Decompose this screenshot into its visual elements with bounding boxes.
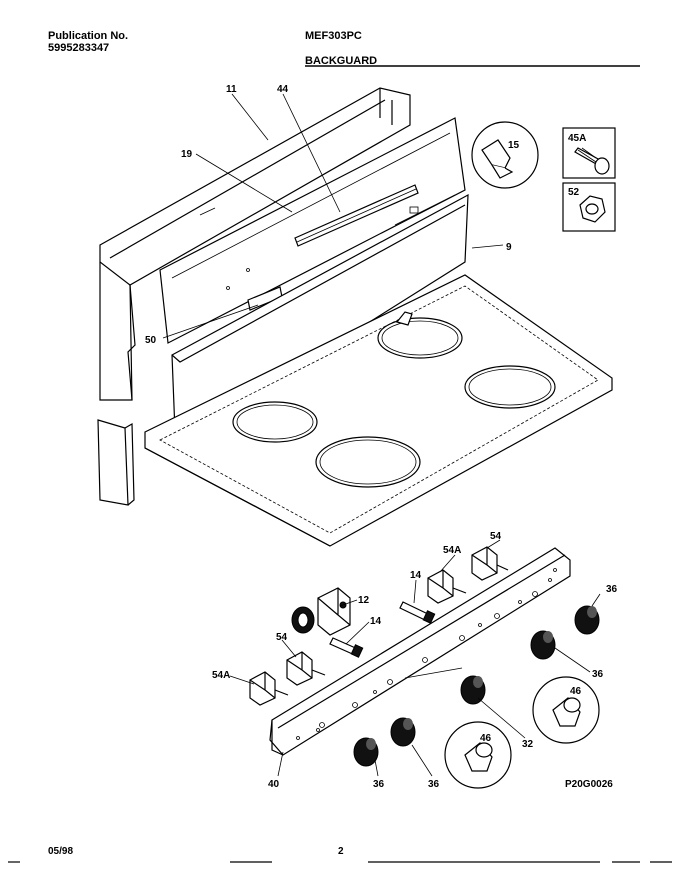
callout-46-bottom: 46: [480, 733, 492, 744]
publication-label: Publication No.: [48, 30, 129, 42]
callout-9: 9: [506, 242, 512, 253]
leader-lines: [162, 93, 601, 777]
callout-40: 40: [268, 779, 280, 790]
shaft-14-mid: [329, 637, 364, 658]
nut-inset-52: [562, 182, 616, 232]
screw-inset-45a: [562, 127, 616, 179]
diagram-code: P20G0026: [565, 779, 613, 790]
callout-45a: 45A: [568, 133, 586, 144]
callout-54a-left: 54A: [212, 670, 230, 681]
callout-32: 32: [522, 739, 534, 750]
knob-36-r1: [574, 605, 600, 635]
knob-36-r2: [530, 630, 556, 660]
callout-11: 11: [226, 84, 237, 95]
callout-36-r2: 36: [592, 669, 604, 680]
callout-36-b1: 36: [373, 779, 385, 790]
cooktop: [144, 274, 613, 547]
backguard-housing: [97, 87, 411, 506]
switch-54a-top: [427, 569, 467, 604]
model-number: MEF303PC: [305, 30, 362, 42]
section-title: BACKGUARD: [305, 55, 378, 67]
callout-19: 19: [181, 149, 193, 160]
infinite-switch-12: [291, 587, 351, 636]
switch-54a-left: [249, 671, 289, 706]
knob-36-b1: [353, 737, 379, 767]
callout-14-top: 14: [410, 570, 422, 581]
callout-36-b2: 36: [428, 779, 440, 790]
bracket-inset-15: [471, 121, 539, 189]
footer-date: 05/98: [48, 846, 74, 857]
switch-54-top: [471, 546, 509, 581]
knob-36-mid: [460, 675, 486, 705]
control-manifold: [269, 547, 571, 756]
publication-number: 5995283347: [48, 42, 110, 54]
callout-44: 44: [277, 84, 289, 95]
callout-52: 52: [568, 187, 580, 198]
callout-54a-top: 54A: [443, 545, 461, 556]
callout-54-left: 54: [276, 632, 288, 643]
callout-36-r1: 36: [606, 584, 618, 595]
callout-50: 50: [145, 335, 157, 346]
footer-page: 2: [338, 846, 344, 857]
callout-54-top: 54: [490, 531, 502, 542]
callout-labels: 11 44 19 15 45A 52 9 50 54 54A 14 12 14 …: [145, 84, 618, 790]
callout-15: 15: [508, 140, 520, 151]
knob-inset-46-bottom: [444, 721, 512, 789]
switch-54-left: [286, 651, 326, 686]
knob-inset-46-right: [532, 676, 600, 744]
shaft-14-top: [399, 601, 436, 624]
trim-strip: [294, 184, 419, 247]
callout-14-mid: 14: [370, 616, 382, 627]
knob-36-b2: [390, 717, 416, 747]
callout-12: 12: [358, 595, 370, 606]
callout-46-right: 46: [570, 686, 582, 697]
